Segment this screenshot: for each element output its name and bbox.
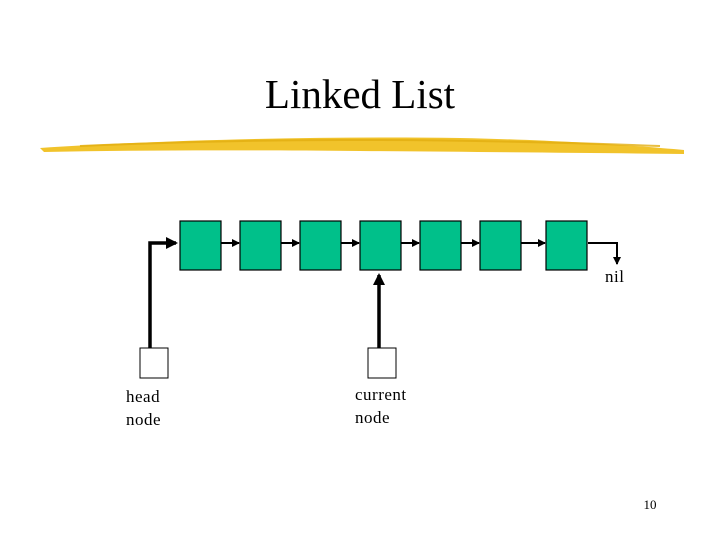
list-node-4	[359, 220, 402, 271]
list-node-3	[299, 220, 342, 271]
list-node-1	[179, 220, 222, 271]
list-node-7	[545, 220, 588, 271]
current-node-box	[367, 347, 397, 379]
head-node-box	[139, 347, 169, 379]
list-node-2	[239, 220, 282, 271]
head-node-label: head node	[126, 387, 162, 429]
list-node-5	[419, 220, 462, 271]
nil-label: nil	[605, 267, 625, 286]
list-node-6	[479, 220, 522, 271]
current-node-label: current node	[355, 385, 407, 427]
page-number: 10	[643, 497, 657, 512]
head-pointer-arrow	[148, 237, 178, 348]
nil-pointer-arrow	[588, 242, 621, 265]
slide-title: Linked List	[264, 71, 456, 117]
list-nodes	[179, 220, 588, 271]
